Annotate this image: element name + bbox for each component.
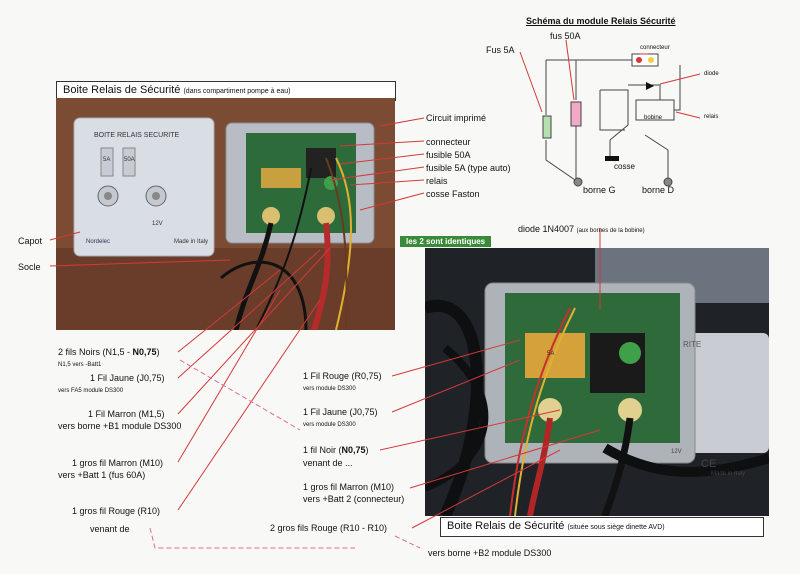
label-cosse-faston: cosse Faston xyxy=(426,189,480,199)
capot-label: Capot xyxy=(18,236,43,246)
bottom-ce-mark: CE xyxy=(701,458,717,470)
label-relais: relais xyxy=(426,176,448,186)
note-gmarron1-sub: vers +Batt 1 (fus 60A) xyxy=(58,470,146,480)
bottom-fuse-label: 5A xyxy=(547,351,555,357)
note-noir-sub: venant de ... xyxy=(303,458,353,468)
note-noir-bold: N0,75 xyxy=(341,445,366,455)
note-fils-noirs-main: 2 fils Noirs (N1,5 - xyxy=(58,347,133,357)
note-gmarron1: 1 gros fil Marron (M10) xyxy=(72,458,164,468)
note-jaune1: 1 Fil Jaune (J0,75) xyxy=(90,373,165,383)
note-grouge: 1 gros fil Rouge (R10) xyxy=(72,506,161,516)
cover-voltage-label: 12V xyxy=(152,221,163,227)
note-jaune2-sub: vers module DS300 xyxy=(303,422,356,428)
label-fusible-50a: fusible 50A xyxy=(426,150,471,160)
schematic-fus5: Fus 5A xyxy=(486,45,515,55)
note-noir-end: ) xyxy=(365,445,369,455)
identical-badge: les 2 sont identiques xyxy=(400,236,492,247)
cover-brand: Nordelec xyxy=(86,239,111,245)
label-circuit-imprime: Circuit imprimé xyxy=(426,113,487,123)
schematic-fus50: fus 50A xyxy=(550,31,581,41)
note-grouges: 2 gros fils Rouge (R10 - R10) xyxy=(270,523,388,533)
schematic-title: Schéma du module Relais Sécurité xyxy=(526,16,676,26)
bottom-voltage-label: 12V xyxy=(671,449,682,455)
label-connecteur: connecteur xyxy=(426,137,471,147)
schematic-connecteur: connecteur xyxy=(640,45,670,51)
top-photo-title-note: (dans compartiment pompe à eau) xyxy=(183,88,291,95)
cover-fuse-label-b: 50A xyxy=(124,157,135,163)
top-photo-title-text: Boite Relais de Sécurité xyxy=(63,84,181,96)
note-jaune1-sub: vers FA5 module DS300 xyxy=(58,388,124,394)
note-fils-noirs: 2 fils Noirs (N1,5 - N0,75) xyxy=(58,347,160,358)
note-fils-noirs-end: ) xyxy=(156,347,160,357)
schematic-relais: relais xyxy=(704,114,719,120)
note-rouge-sub: vers module DS300 xyxy=(303,386,356,392)
diode-label-text: diode 1N4007 xyxy=(518,224,575,234)
note-fils-noirs-bold: N0,75 xyxy=(132,347,157,357)
socle-label: Socle xyxy=(18,262,41,272)
bottom-cover-text: RITE xyxy=(683,340,702,349)
note-noir: 1 fil Noir (N0,75) xyxy=(303,445,369,456)
note-fils-noirs-sub: N1,5 vers -Batt1 xyxy=(58,362,102,368)
bottom-origin: Made in Italy xyxy=(711,471,746,477)
schematic-cosse: cosse xyxy=(614,162,635,171)
schematic-borne-g: borne G xyxy=(583,185,616,195)
bottom-photo-caption-text: Boite Relais de Sécurité xyxy=(447,520,565,532)
note-noir-main: 1 fil Noir ( xyxy=(303,445,342,455)
bottom-relay-box-photo: RITE 5A 12V CE Made in Italy xyxy=(425,248,769,516)
note-marron1: 1 Fil Marron (M1,5) xyxy=(88,409,165,419)
diode-label: diode 1N4007 (aux bornes de la bobine) xyxy=(518,224,645,237)
cover-title: BOITE RELAIS SECURITE xyxy=(94,132,180,139)
cover-origin: Made in Italy xyxy=(174,239,209,245)
label-fusible-5a: fusible 5A (type auto) xyxy=(426,163,511,173)
bottom-photo-caption-note: (située sous siège dinette AVD) xyxy=(567,524,665,531)
top-relay-box-photo: BOITE RELAIS SECURITE 5A 50A 12V Nordele… xyxy=(56,98,395,330)
cover-fuse-label-a: 5A xyxy=(103,157,111,163)
note-jaune2: 1 Fil Jaune (J0,75) xyxy=(303,407,378,417)
note-marron1-sub: vers borne +B1 module DS300 xyxy=(58,421,182,431)
note-gmarron2-sub: vers +Batt 2 (connecteur) xyxy=(303,494,405,504)
note-venant-de: venant de xyxy=(90,524,130,534)
schematic-bobine: bobine xyxy=(644,115,663,121)
bottom-photo-caption: Boite Relais de Sécurité (située sous si… xyxy=(440,517,764,537)
diode-label-note: (aux bornes de la bobine) xyxy=(576,228,645,234)
schematic-diode: diode xyxy=(704,71,719,77)
note-rouge: 1 Fil Rouge (R0,75) xyxy=(303,371,382,381)
schematic-borne-d: borne D xyxy=(642,185,675,195)
note-gmarron2: 1 gros fil Marron (M10) xyxy=(303,482,395,492)
note-b2: vers borne +B2 module DS300 xyxy=(428,548,552,558)
